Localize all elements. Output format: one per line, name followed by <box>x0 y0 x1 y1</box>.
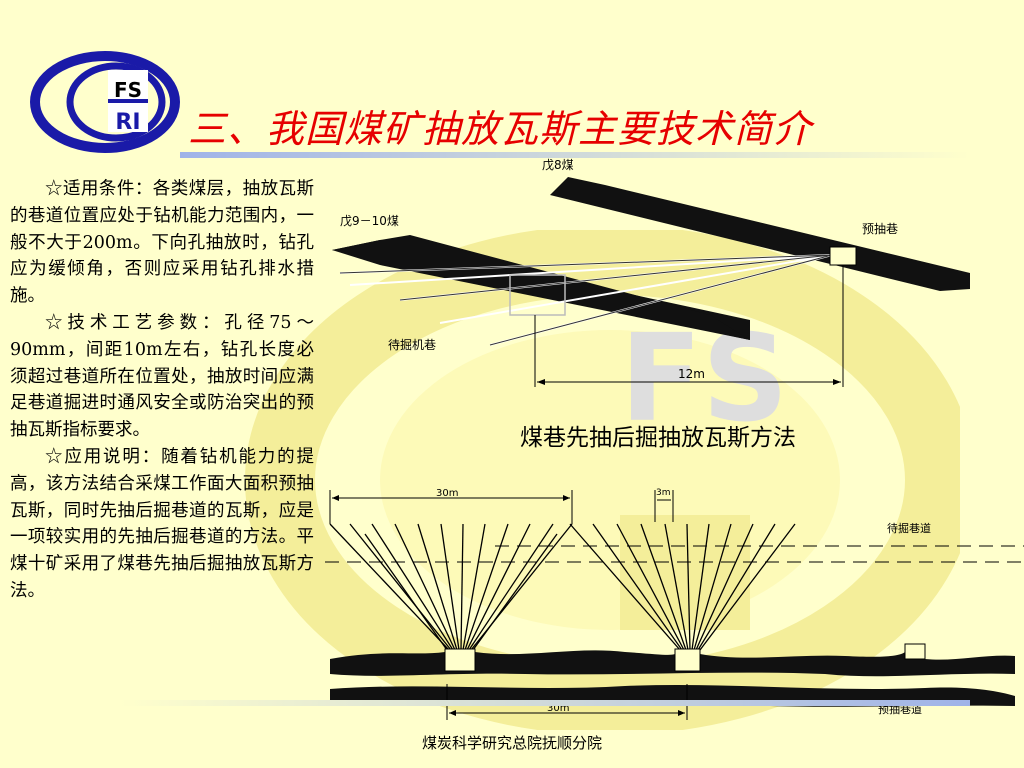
label-distance: 12m <box>678 367 705 381</box>
pending-roadway-box <box>509 274 566 316</box>
pending-roadway-lines <box>325 545 1024 563</box>
borehole-fan-left <box>329 523 573 651</box>
logo-top-text: FS <box>114 78 142 102</box>
borehole-fan-right <box>569 523 796 651</box>
label-spacing: 30m <box>436 488 458 499</box>
fs-ri-logo: FS RI <box>30 51 180 153</box>
footer-institution: 煤炭科学研究总院抚顺分院 <box>421 734 602 752</box>
label-seam-lower: 戊9－10煤 <box>340 214 399 228</box>
label-pre-drain-roadway: 预抽巷 <box>862 222 898 236</box>
paragraph-application: ☆应用说明：随着钻机能力的提高，该方法结合采煤工作面大面积预抽瓦斯，同时先抽后掘… <box>10 446 314 601</box>
seam-upper <box>550 177 970 291</box>
label-seam-upper: 戊8煤 <box>542 158 574 172</box>
paragraph-conditions: ☆适用条件：各类煤层，抽放瓦斯的巷道位置应处于钻机能力范围内，一般不大于200m… <box>10 179 314 307</box>
bottom-rule <box>120 700 970 706</box>
logo-bottom-text: RI <box>115 110 140 135</box>
page-title: 三、我国煤矿抽放瓦斯主要技术简介 <box>188 107 813 151</box>
paragraph-parameters: ☆技术工艺参数：孔径75～90mm，间距10m左右，钻孔长度必须超过巷道所在位置… <box>10 312 314 441</box>
diagram-caption: 煤巷先抽后掘抽放瓦斯方法 <box>520 425 796 451</box>
label-pending-roadway-2: 待掘巷道 <box>887 521 931 535</box>
title-underline <box>180 152 970 158</box>
pre-drain-roadway-band <box>330 646 1015 677</box>
label-gap: 3m <box>656 488 671 498</box>
pre-drain-roadway-box <box>829 246 857 266</box>
label-pending-roadway: 待掘机巷 <box>388 337 436 352</box>
label-bottom-spacing: 30m <box>547 703 569 714</box>
body-text: ☆适用条件：各类煤层，抽放瓦斯的巷道位置应处于钻机能力范围内，一般不大于200m… <box>10 176 314 605</box>
diagram-plan-view: 戊8煤 戊9－10煤 预抽巷 待掘机巷 12m <box>332 158 970 387</box>
diagram-section-view: 30m 3m 待掘巷道 30m 预抽巷道 <box>325 488 1024 720</box>
